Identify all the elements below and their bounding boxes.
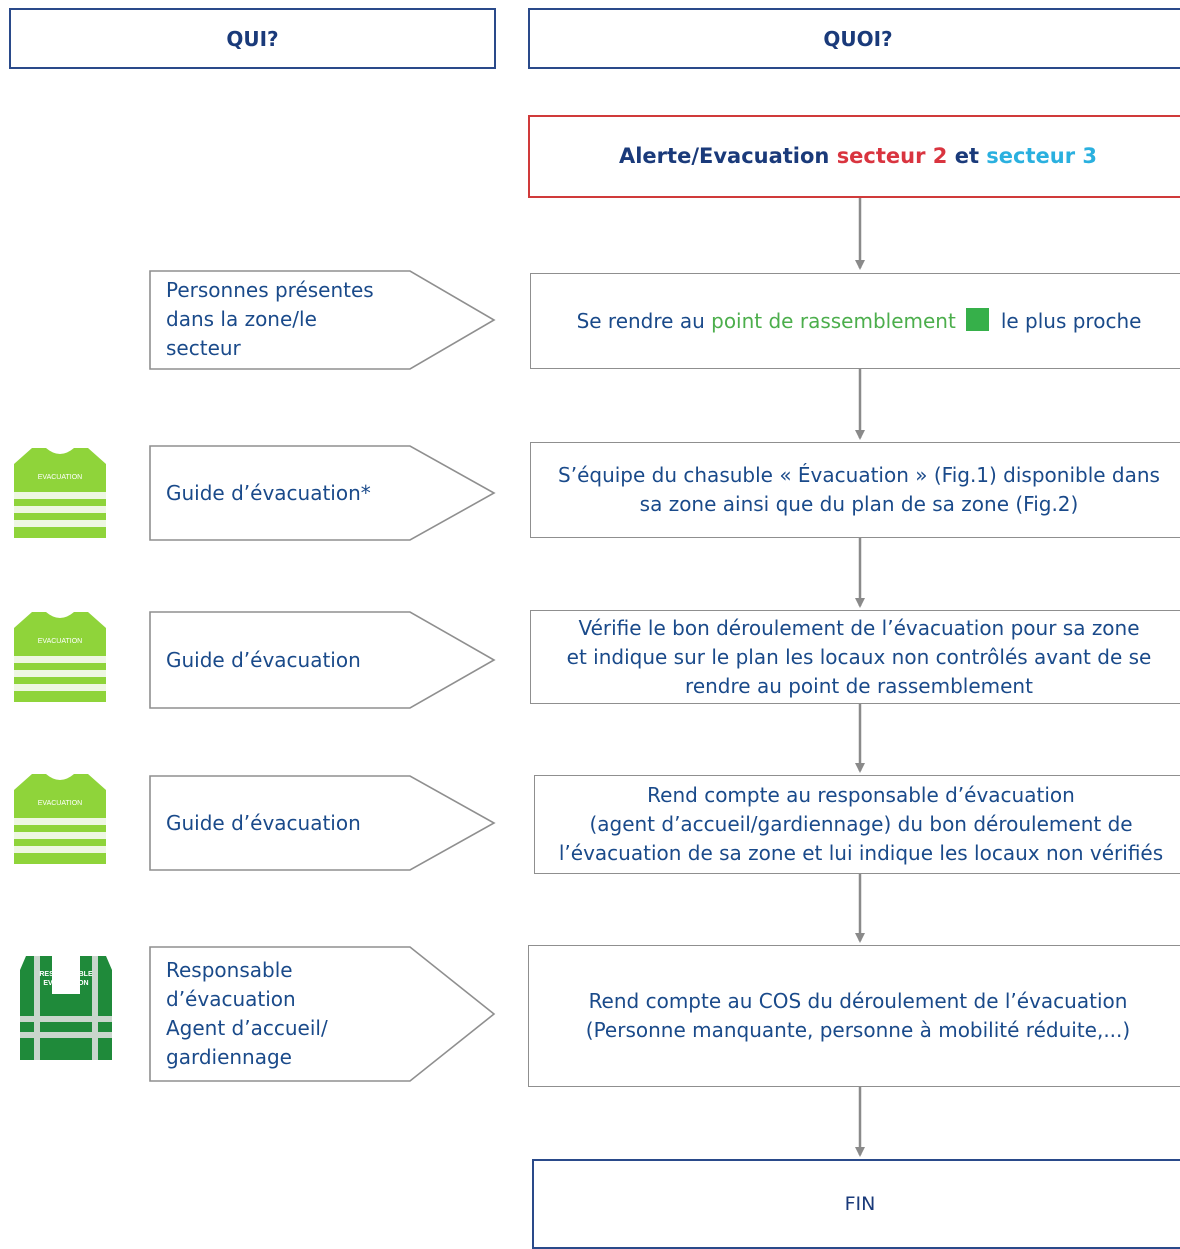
actor-shape-guide-3: [149, 775, 496, 871]
actor-guide-1-label: Guide d’évacuation*: [166, 481, 371, 505]
actor-guide-3-label: Guide d’évacuation: [166, 811, 361, 835]
step-go-to-rally-point: Se rendre au point de rassemblement le pl…: [530, 273, 1180, 369]
actor-people-label: Personnes présentes dans la zone/le sect…: [166, 276, 374, 363]
vest-text: EVACUATION: [38, 474, 82, 481]
sector-3-label: secteur 3: [986, 144, 1097, 168]
actor-shape-guide-2: [149, 611, 496, 709]
actor-shape-manager: [149, 946, 496, 1082]
actor-manager-line-4: gardiennage: [166, 1045, 292, 1069]
step-alert-evacuation: Alerte/Evacuation secteur 2 et secteur 3: [528, 115, 1180, 198]
quoi-header: QUOI?: [528, 8, 1180, 69]
sector-2-label: secteur 2: [836, 144, 948, 168]
step-equip-vest: S’équipe du chasuble « Évacuation » (Fig…: [530, 442, 1180, 538]
report-manager-line-3: l’évacuation de sa zone et lui indique l…: [558, 841, 1164, 865]
vest-text: EVACUATION: [38, 638, 82, 645]
evacuation-vest-image-2: EVACUATION: [14, 612, 106, 702]
verify-line-1: Vérifie le bon déroulement de l’évacuati…: [578, 615, 1140, 640]
report-manager-line-1: Rend compte au responsable d’évacuation: [647, 783, 1075, 807]
rally-point-square-icon: [965, 307, 989, 331]
equip-line-2: sa zone ainsi que du plan de sa zone (Fi…: [639, 492, 1079, 516]
vest-text-line-1: RESPONSABLE: [39, 971, 93, 978]
responsable-evacuation-vest-image: RESPONSABLE EVACUATION: [20, 956, 112, 1060]
actor-shape-guide-1: [149, 445, 496, 541]
actor-shape-people: [149, 270, 496, 370]
actor-people-line-1: Personnes présentes: [166, 278, 374, 302]
vest-text: EVACUATION: [38, 800, 82, 807]
actor-manager-label: Responsable d’évacuation Agent d’accueil…: [166, 956, 328, 1072]
alert-connector: et: [947, 144, 987, 168]
vest-text-line-2: EVACUATION: [43, 980, 88, 987]
step-verify-evacuation: Vérifie le bon déroulement de l’évacuati…: [530, 610, 1180, 704]
actor-manager-line-2: d’évacuation: [166, 987, 296, 1011]
alert-prefix: Alerte/Evacuation: [618, 144, 837, 168]
evacuation-vest-image-1: EVACUATION: [14, 448, 106, 538]
rally-suffix: le plus proche: [1000, 308, 1142, 333]
report-cos-line-2: (Personne manquante, personne à mobilité…: [585, 1018, 1131, 1042]
step-report-to-manager: Rend compte au responsable d’évacuation …: [534, 775, 1180, 874]
report-manager-line-2: (agent d’accueil/gardiennage) du bon dér…: [589, 812, 1133, 836]
actor-manager-line-1: Responsable: [166, 958, 293, 982]
step-end: FIN: [532, 1159, 1180, 1249]
equip-line-1: S’équipe du chasuble « Évacuation » (Fig…: [558, 463, 1160, 487]
qui-header-label: QUI?: [226, 26, 279, 51]
actor-guide-2-label: Guide d’évacuation: [166, 648, 361, 672]
verify-line-3: rendre au point de rassemblement: [685, 673, 1033, 698]
qui-header: QUI?: [9, 8, 496, 69]
evacuation-vest-image-3: EVACUATION: [14, 774, 106, 864]
actor-manager-line-3: Agent d’accueil/: [166, 1016, 328, 1040]
actor-people-line-3: secteur: [166, 336, 241, 360]
rally-prefix: Se rendre au: [576, 308, 712, 333]
verify-line-2: et indique sur le plan les locaux non co…: [566, 644, 1152, 669]
rally-point-label: point de rassemblement: [711, 308, 956, 333]
actor-people-line-2: dans la zone/le: [166, 307, 317, 331]
end-label: FIN: [844, 1192, 876, 1215]
quoi-header-label: QUOI?: [823, 26, 893, 51]
report-cos-line-1: Rend compte au COS du déroulement de l’é…: [588, 989, 1128, 1013]
step-report-to-cos: Rend compte au COS du déroulement de l’é…: [528, 945, 1180, 1087]
